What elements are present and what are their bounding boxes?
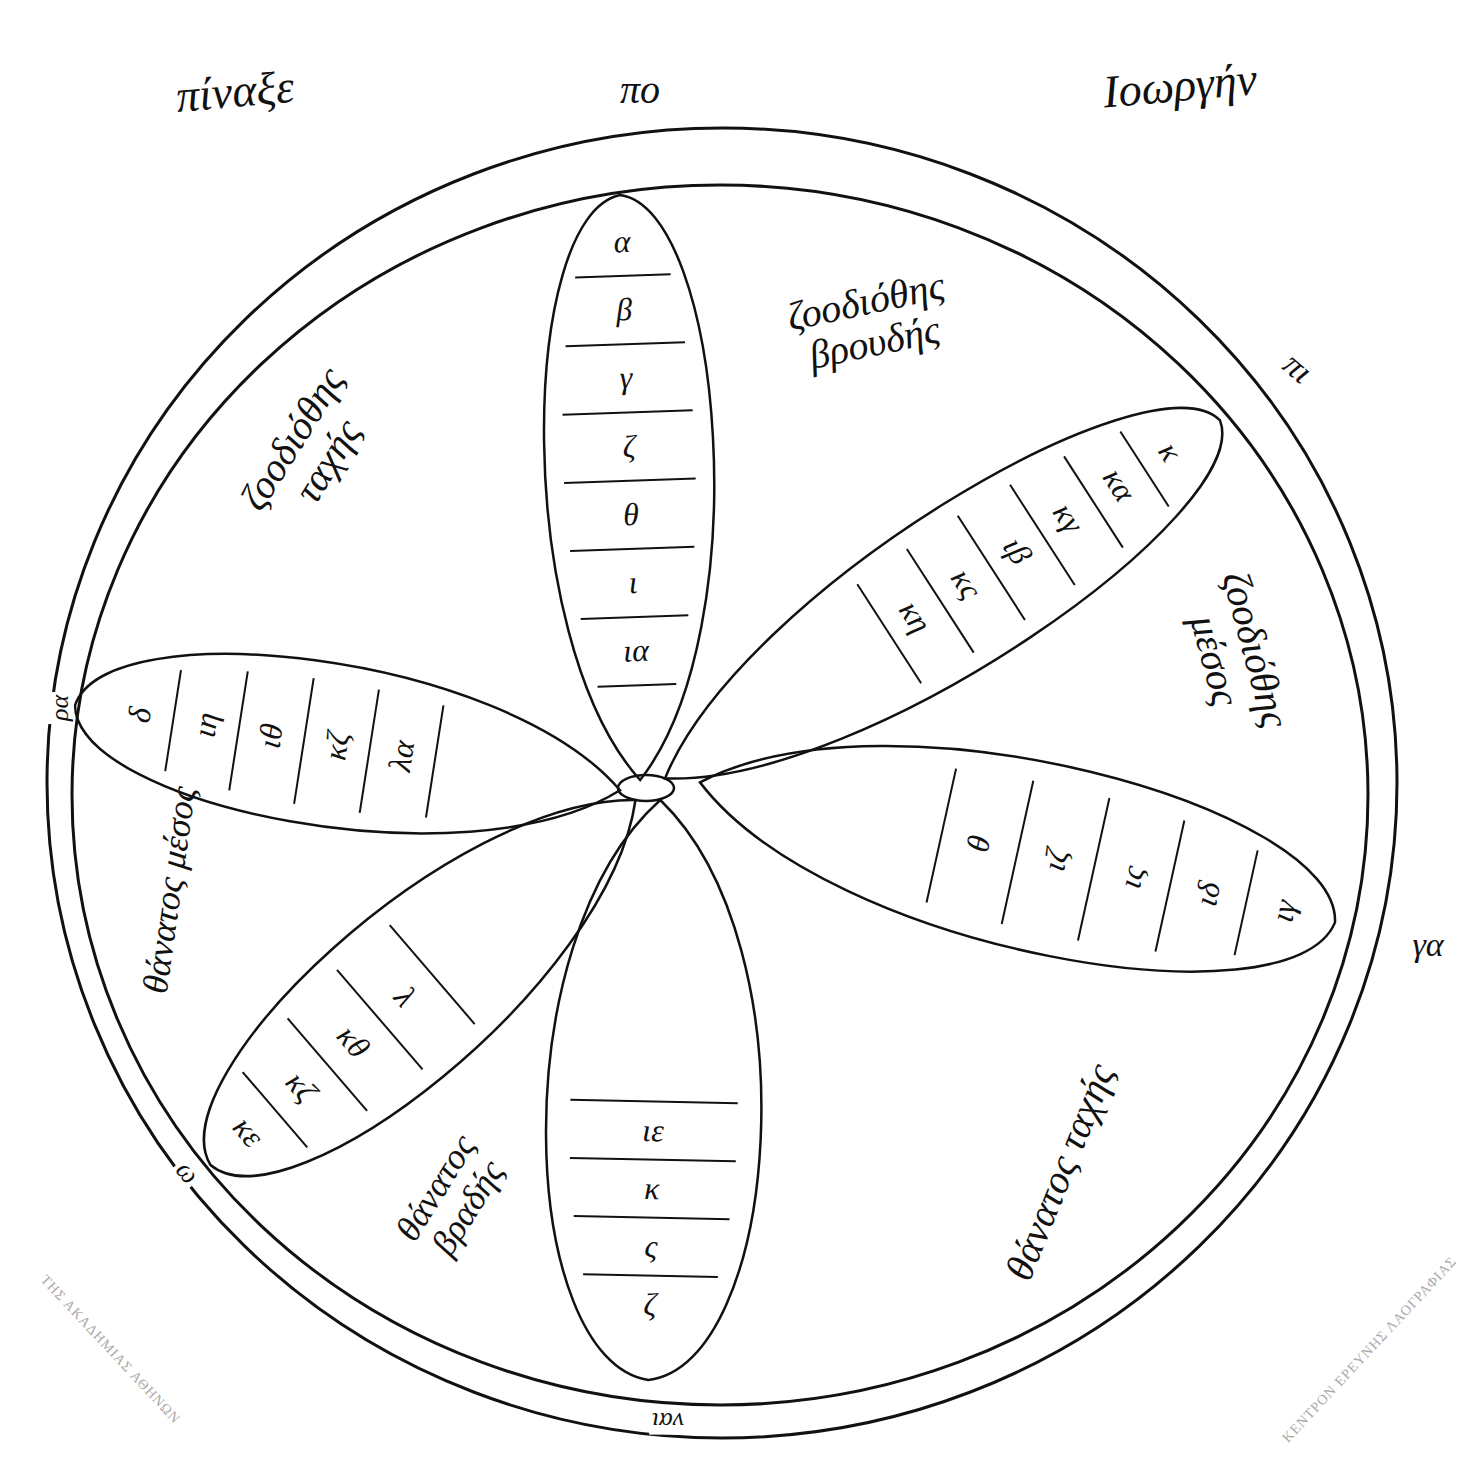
ring-line — [47, 128, 1397, 1438]
petal-number: ιθ — [253, 721, 290, 750]
petal-node: δ ιηιθκζλα — [69, 648, 626, 839]
petal-number: ζ — [622, 430, 636, 464]
cell-divider — [570, 1158, 736, 1161]
petal-number: λα — [383, 738, 421, 773]
cell-divider — [426, 705, 444, 817]
petal-number: κζ — [279, 1065, 323, 1108]
petal-node: ζςκ ιε — [540, 794, 767, 1386]
petal-number: ιη — [187, 711, 224, 741]
region-label: ζοοδιόθης ταχής — [208, 322, 412, 579]
ring-mark: ω — [168, 1153, 207, 1192]
petal-number: ις — [1113, 863, 1151, 892]
heading-word: πίναξε — [174, 63, 296, 121]
petal-number: ιβ — [996, 531, 1038, 570]
petal-number: θ — [622, 498, 639, 532]
cell-divider — [583, 1274, 718, 1277]
petal-number: θ — [961, 832, 997, 855]
petal-number: κ — [644, 1172, 660, 1206]
cell-divider — [581, 615, 689, 619]
cell-divider — [570, 1100, 737, 1103]
petal-number: β — [615, 293, 632, 327]
cell-divider — [575, 274, 670, 277]
region-label: θάνατος ταχής — [996, 1053, 1125, 1291]
petal-number: κγ — [1046, 497, 1089, 539]
cell-divider — [294, 678, 314, 804]
zodiac-wheel: ζοοδιόθης ταχής ζοοδιόθης βρουδής ζοοδιόθη… — [40, 120, 1405, 1445]
cell-divider — [1002, 780, 1034, 923]
petal-node: κεκζκθλ — [198, 794, 641, 1182]
cell-divider — [564, 478, 695, 482]
ring-mark: πο — [620, 69, 660, 111]
cell-divider — [165, 670, 181, 771]
cell-divider — [1235, 850, 1258, 955]
petal-number: κ — [1152, 437, 1189, 468]
ring-line — [72, 185, 1368, 1405]
petal-number: ιδ — [1189, 879, 1227, 909]
ring-mark: ρα — [46, 692, 73, 724]
watermark: ΤΗΣ ΑΚΑΔΗΜΙΑΣ ΑΘΗΝΩΝ — [37, 1273, 182, 1427]
petal-number: ια — [622, 634, 649, 668]
petal-number: λ — [388, 981, 423, 1013]
petal-line — [544, 195, 714, 780]
cell-divider — [389, 925, 474, 1024]
petal-number: ς — [644, 1230, 658, 1264]
petal-outline — [659, 402, 1228, 785]
petal-line — [665, 408, 1222, 779]
petal-number: ιγ — [1265, 897, 1302, 925]
cell-divider — [1078, 798, 1109, 941]
petal-number: ζ — [643, 1288, 657, 1322]
ring-mark: ναι — [649, 1407, 687, 1434]
petal-number: δ — [123, 705, 158, 725]
heading-word: Ιοωργήν — [1101, 55, 1259, 117]
petal-number: ιε — [642, 1114, 664, 1148]
region-label: ζοοδιόθης βρουδής — [739, 255, 1001, 389]
petal-number: κθ — [330, 1019, 376, 1064]
petal-line — [75, 654, 620, 833]
petal-number: α — [613, 225, 631, 259]
cell-divider — [570, 547, 694, 551]
ring-mark: πι — [1276, 346, 1319, 390]
petal-number: κη — [892, 595, 937, 639]
petal-number: κς — [944, 563, 988, 605]
ring-mark: γα — [1412, 927, 1443, 963]
cell-divider — [565, 342, 684, 346]
petal-number: κε — [226, 1111, 270, 1154]
petal-outline — [694, 740, 1341, 978]
region-label: θάνατος βραδής — [366, 1091, 539, 1305]
petal-node: αβγ ζθι ια — [538, 189, 720, 786]
cell-divider — [597, 684, 676, 687]
petal-outline — [538, 189, 720, 786]
watermark: ΚΕΝΤΡΟΝ ΕΡΕΥΝΗΣ ΛΑΟΓΡΑΦΙΑΣ — [1280, 1254, 1460, 1445]
wheel-outline — [40, 120, 1405, 1445]
petal-number: κζ — [318, 729, 356, 762]
petal-number: ιζ — [1037, 846, 1075, 875]
region-label: ζοοδιόθης μέσος — [1163, 528, 1306, 782]
petal-line — [204, 800, 635, 1176]
petal-node: κκακγιβκςκη — [659, 402, 1228, 785]
petal-number: ι — [628, 566, 638, 600]
cell-divider — [927, 768, 957, 902]
region-label: θάνατος μέσος — [136, 776, 205, 1004]
petal-number: γ — [619, 361, 633, 395]
petal-number: κα — [1096, 463, 1142, 508]
cell-divider — [229, 671, 248, 790]
petal-line — [700, 746, 1335, 972]
petal-line — [546, 800, 761, 1380]
cell-divider — [562, 410, 692, 414]
cell-divider — [1155, 820, 1184, 951]
cell-divider — [573, 1216, 729, 1219]
petal-node: ιγ ιδ ις ιζ θ — [694, 740, 1341, 978]
cell-divider — [360, 689, 379, 812]
